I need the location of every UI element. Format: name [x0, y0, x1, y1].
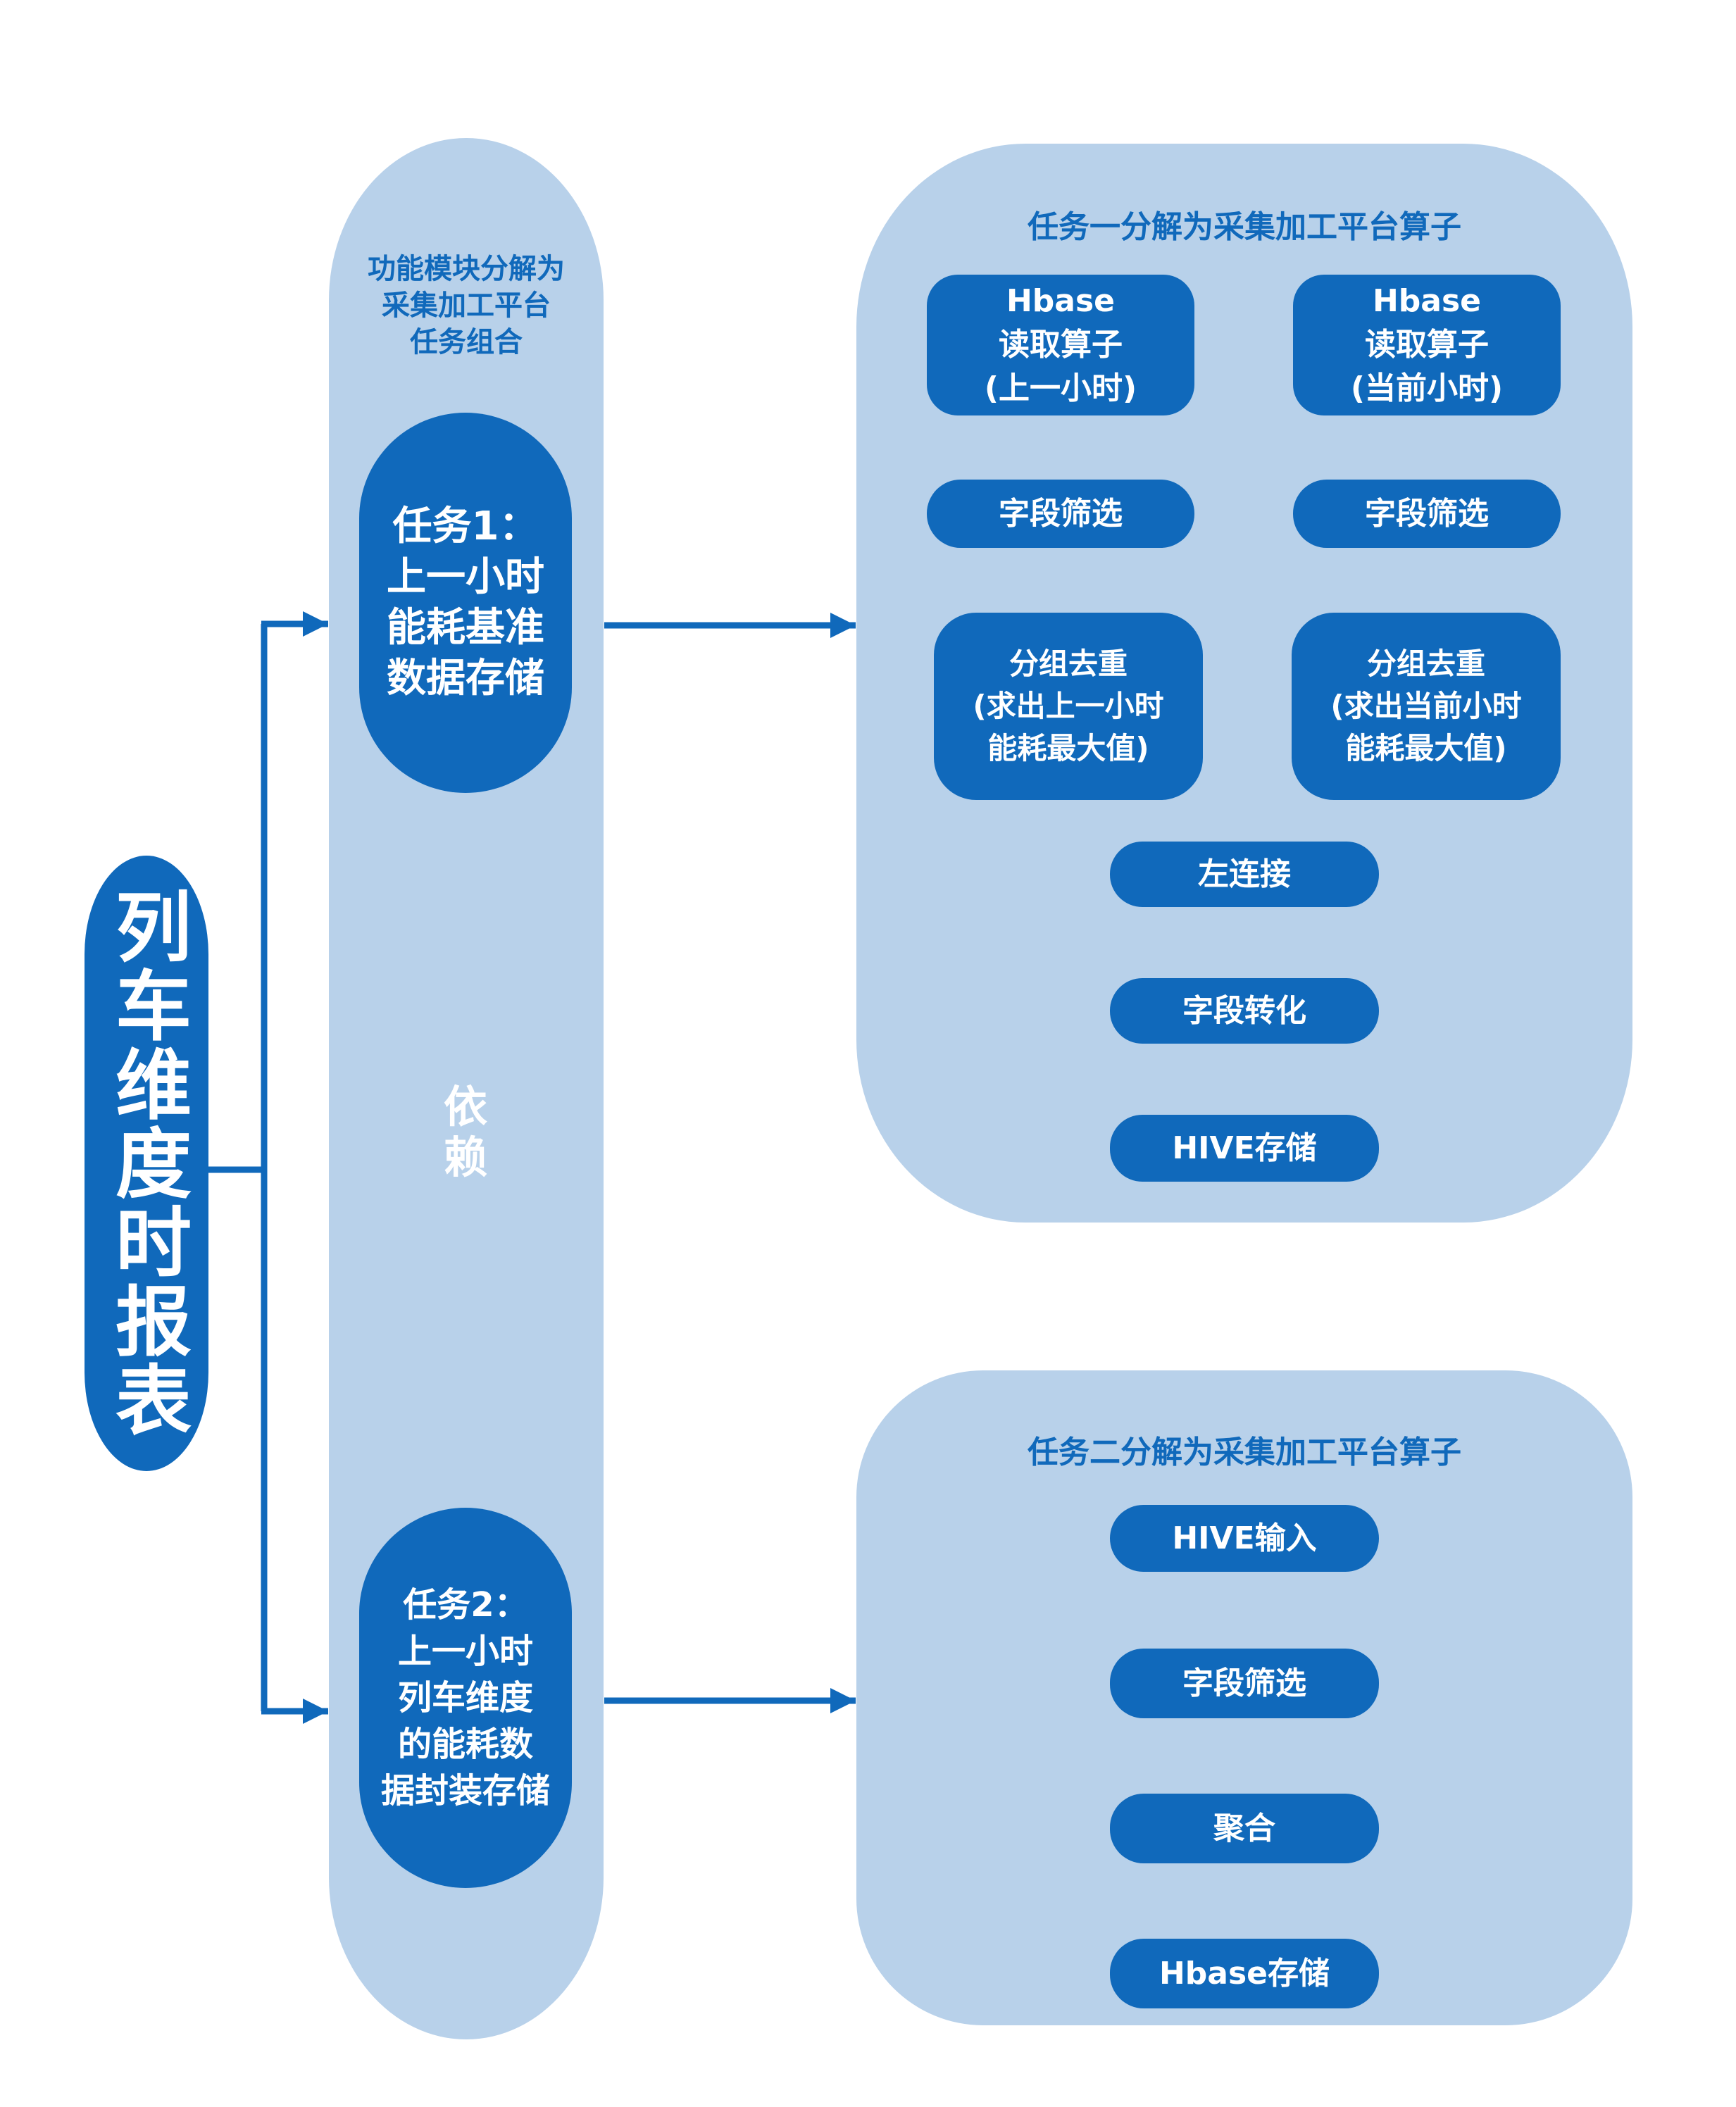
group-dedup-left[interactable]: 分组去重 (求出上一小时 能耗最大值): [934, 613, 1203, 800]
task2-field-filter-node[interactable]: 字段筛选: [1110, 1649, 1379, 1718]
left-join-node[interactable]: 左连接: [1110, 842, 1379, 907]
hbase-store-node[interactable]: Hbase存储: [1110, 1939, 1379, 2008]
field-filter-right[interactable]: 字段筛选: [1293, 480, 1561, 548]
dependency-label: 依 赖: [443, 1081, 487, 1183]
root-node: 列车维度时报表: [85, 856, 208, 1471]
aggregate-node[interactable]: 聚合: [1110, 1794, 1379, 1863]
task1-node[interactable]: 任务1： 上一小时 能耗基准 数据存储: [359, 413, 572, 793]
field-filter-left[interactable]: 字段筛选: [927, 480, 1194, 548]
field-transform-node[interactable]: 字段转化: [1110, 978, 1379, 1044]
root-label: 列车维度时报表: [103, 887, 191, 1439]
middle-column-title: 功能模块分解为 采集加工平台 任务组合: [368, 253, 565, 358]
hive-input-node[interactable]: HIVE输入: [1110, 1505, 1379, 1572]
task2-panel-title: 任务二分解为采集加工平台算子: [1028, 1434, 1461, 1470]
group-dedup-right[interactable]: 分组去重 (求出当前小时 能耗最大值): [1292, 613, 1561, 800]
task2-node[interactable]: 任务2： 上一小时 列车维度 的能耗数 据封装存储: [359, 1508, 572, 1888]
task1-panel-title: 任务一分解为采集加工平台算子: [1028, 209, 1461, 245]
hive-store-node[interactable]: HIVE存储: [1110, 1115, 1379, 1182]
hbase-read-current-hour[interactable]: Hbase 读取算子 (当前小时): [1293, 275, 1561, 415]
hbase-read-prev-hour[interactable]: Hbase 读取算子 (上一小时): [927, 275, 1194, 415]
